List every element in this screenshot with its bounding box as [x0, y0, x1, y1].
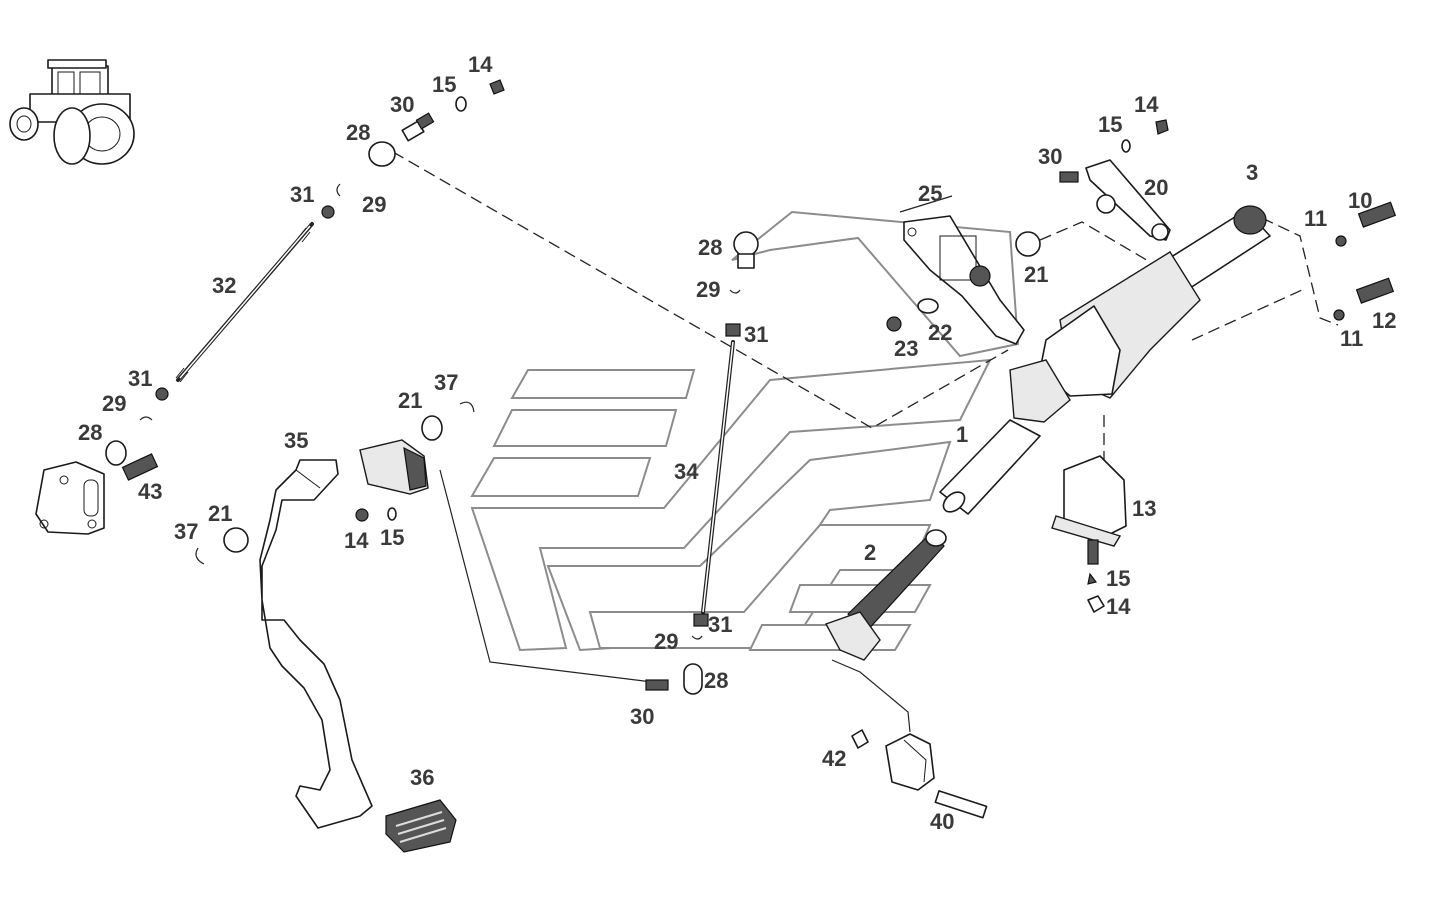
label-28: 28 — [704, 668, 728, 693]
label-29: 29 — [654, 629, 678, 654]
label-43: 43 — [138, 479, 162, 504]
upper-left-linkage — [175, 79, 505, 383]
pedal-pad — [385, 799, 457, 853]
label-21: 21 — [398, 388, 422, 413]
label-34: 34 — [674, 459, 699, 484]
left-bracket-assembly — [35, 387, 169, 535]
label-10: 10 — [1348, 188, 1372, 213]
label-28: 28 — [78, 420, 102, 445]
label-14: 14 — [344, 528, 369, 553]
label-36: 36 — [410, 765, 434, 790]
label-22: 22 — [928, 320, 952, 345]
label-28: 28 — [698, 235, 722, 260]
label-31: 31 — [128, 366, 152, 391]
label-25: 25 — [918, 181, 942, 206]
label-30: 30 — [1038, 144, 1062, 169]
label-11: 11 — [1340, 326, 1363, 351]
label-14: 14 — [1134, 92, 1159, 117]
label-15: 15 — [1106, 566, 1130, 591]
label-21: 21 — [208, 501, 232, 526]
universal-joint — [851, 729, 988, 819]
label-29: 29 — [362, 192, 386, 217]
label-42: 42 — [822, 746, 846, 771]
label-14: 14 — [1106, 594, 1131, 619]
steering-column — [824, 201, 1397, 661]
label-30: 30 — [390, 92, 414, 117]
label-30: 30 — [630, 704, 654, 729]
label-15: 15 — [1098, 112, 1122, 137]
label-29: 29 — [696, 277, 720, 302]
label-13: 13 — [1132, 496, 1156, 521]
label-1: 1 — [956, 422, 968, 447]
lever-arm — [1059, 119, 1171, 241]
label-37: 37 — [174, 519, 198, 544]
label-21: 21 — [1024, 262, 1048, 287]
label-28: 28 — [346, 120, 370, 145]
callout-labels: 14 15 30 28 31 29 32 31 29 28 43 35 21 3… — [78, 52, 1396, 834]
tractor-icon — [9, 59, 135, 165]
label-29: 29 — [102, 391, 126, 416]
label-23: 23 — [894, 336, 918, 361]
leader-lines — [439, 195, 953, 733]
support-bracket — [1051, 455, 1127, 613]
label-31: 31 — [290, 182, 314, 207]
label-3: 3 — [1246, 160, 1258, 185]
label-40: 40 — [930, 809, 954, 834]
center-rod — [645, 231, 759, 695]
label-32: 32 — [212, 273, 236, 298]
assembly-guide-lines — [392, 151, 1339, 462]
label-20: 20 — [1144, 175, 1168, 200]
pedal-arm — [195, 401, 475, 829]
label-37: 37 — [434, 370, 458, 395]
label-12: 12 — [1372, 308, 1396, 333]
label-31: 31 — [708, 612, 732, 637]
label-15: 15 — [380, 525, 404, 550]
label-35: 35 — [284, 428, 308, 453]
label-31: 31 — [744, 322, 768, 347]
brand-logo-watermark — [470, 210, 1020, 652]
label-14: 14 — [468, 52, 493, 77]
label-11: 11 — [1304, 206, 1327, 231]
label-15: 15 — [432, 72, 456, 97]
label-2: 2 — [864, 540, 876, 565]
mounting-bracket — [886, 215, 1041, 345]
